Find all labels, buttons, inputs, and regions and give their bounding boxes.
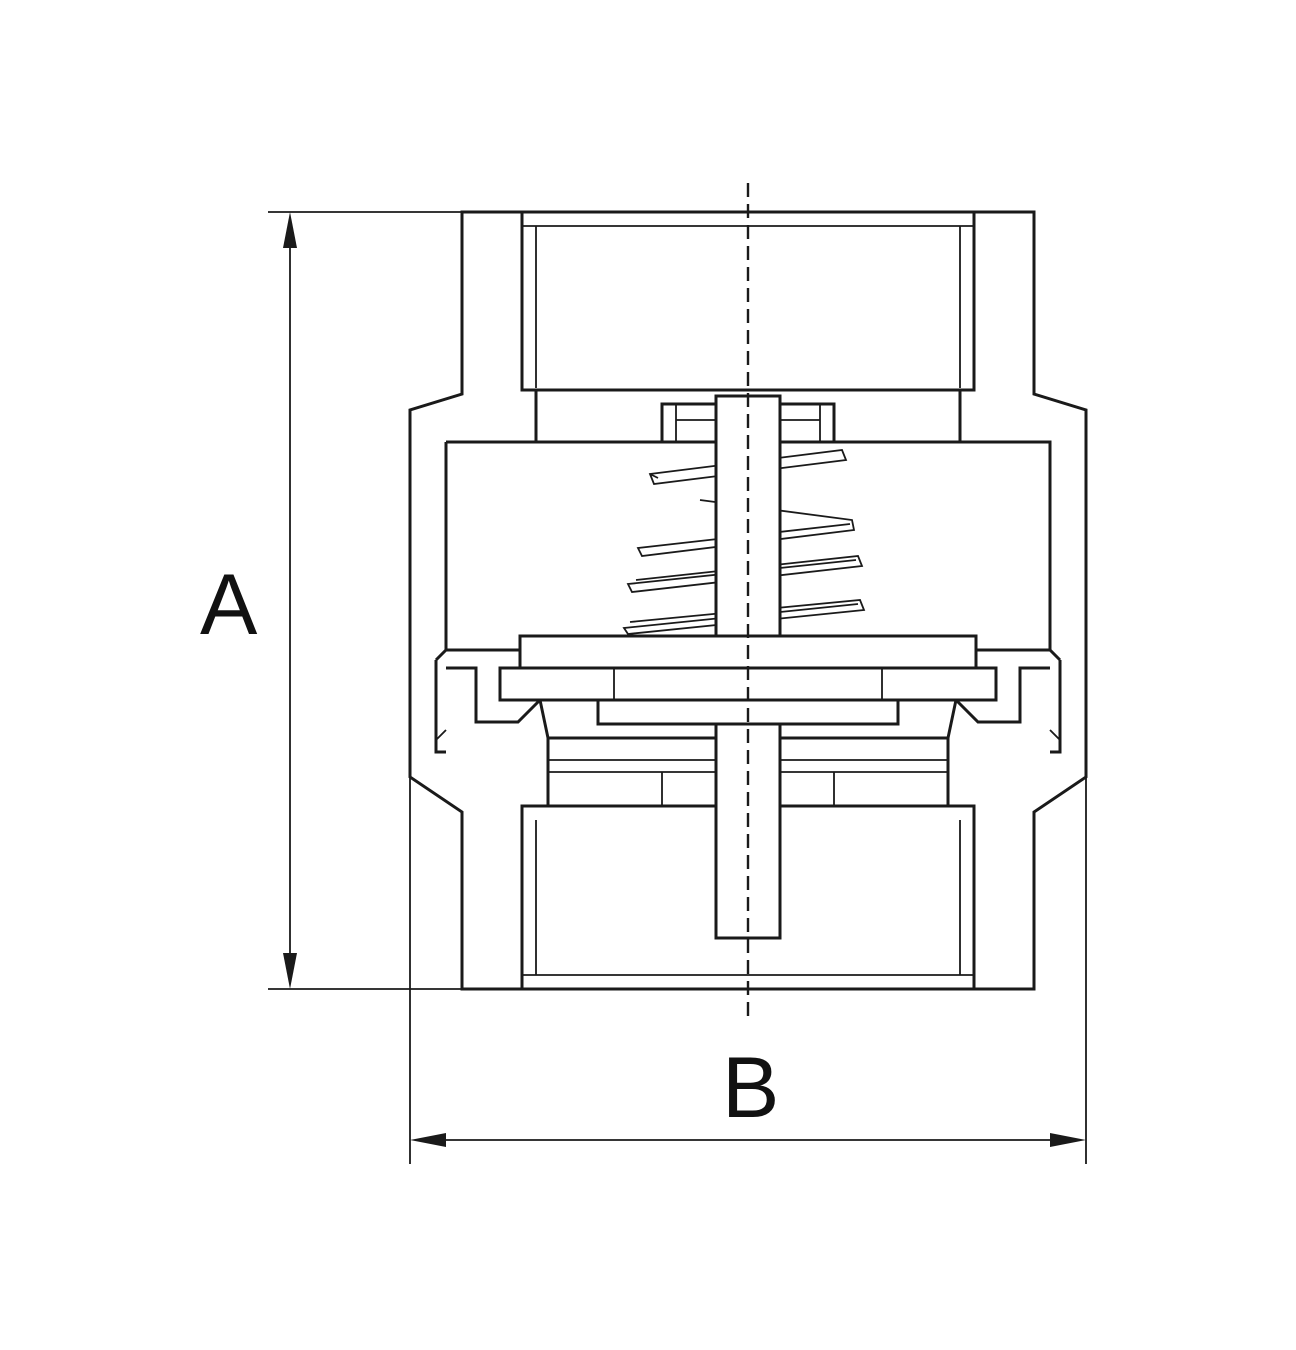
stem-upper <box>714 394 782 638</box>
dimension-height: A <box>200 211 462 990</box>
arrow-down-icon <box>283 953 297 989</box>
dimension-width: B <box>409 777 1087 1164</box>
arrow-up-icon <box>283 212 297 248</box>
seat-clip-detail <box>435 729 1061 741</box>
top-threaded-port <box>520 212 976 392</box>
dimension-label-a: A <box>200 557 258 653</box>
arrow-left-icon <box>410 1133 446 1147</box>
arrow-right-icon <box>1050 1133 1086 1147</box>
seat-ring-left <box>434 648 542 754</box>
body-outline <box>408 210 1088 991</box>
inner-chamber <box>444 440 1052 650</box>
bottom-thread-line <box>522 820 974 976</box>
disc-inner-step <box>613 668 883 700</box>
seat-ring-right <box>954 648 1062 754</box>
dimension-label-b: B <box>722 1040 779 1136</box>
upper-shoulder <box>534 390 962 442</box>
